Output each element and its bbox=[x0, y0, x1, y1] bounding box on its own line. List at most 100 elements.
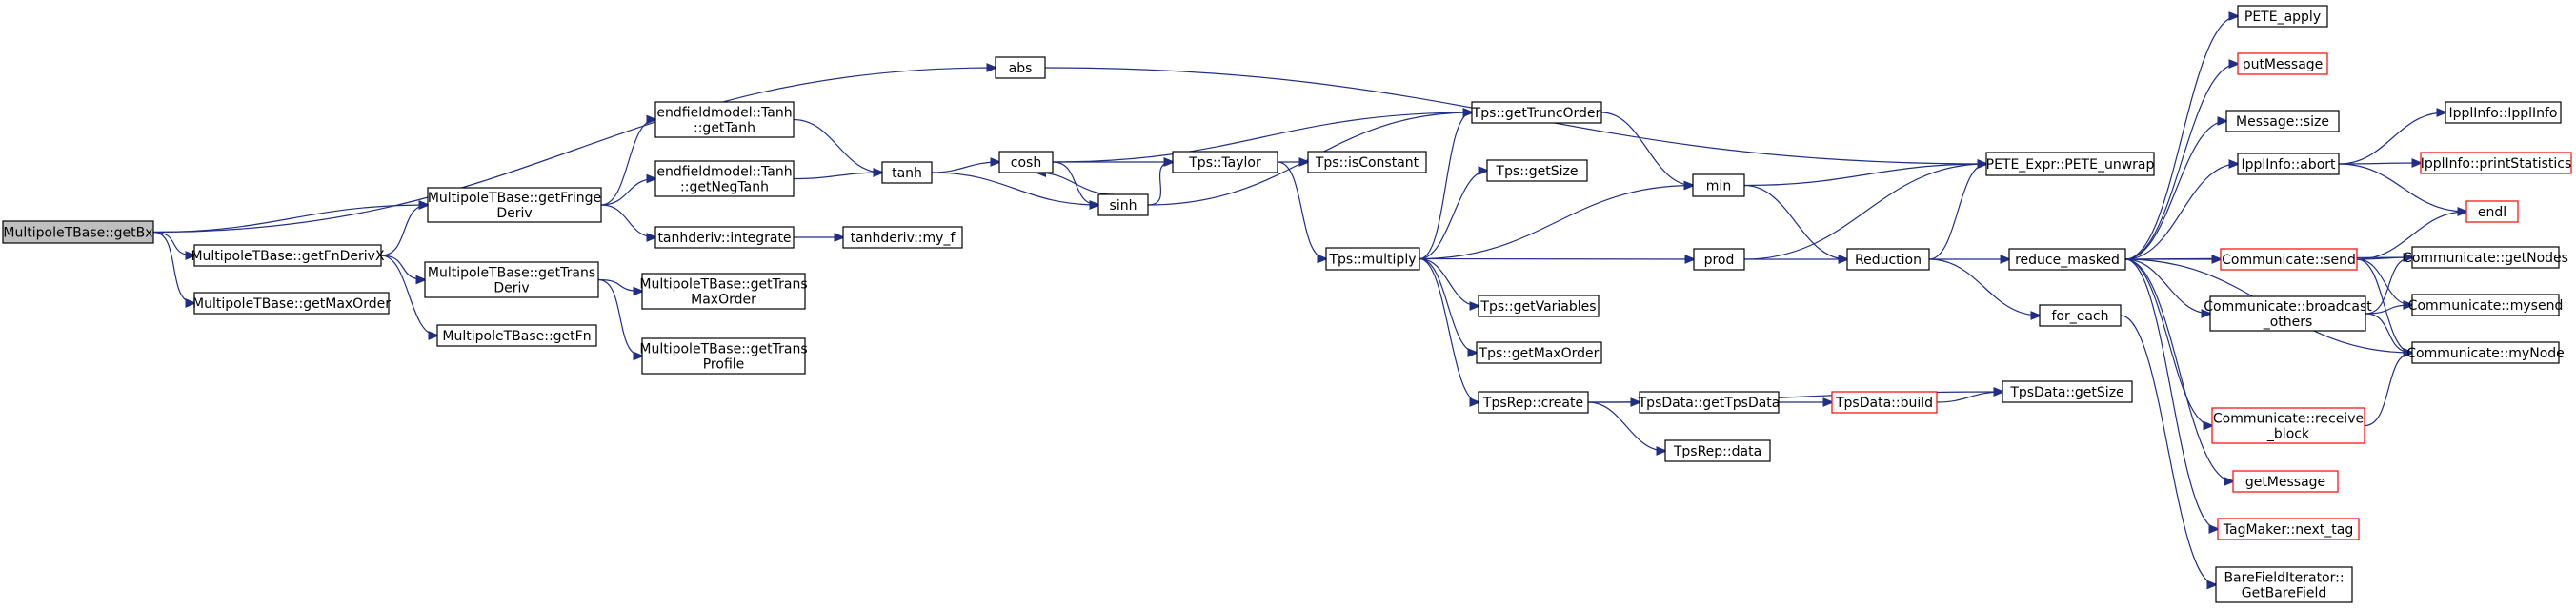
edge-reduce-masked-to-msg-size bbox=[2124, 121, 2226, 260]
node-label: MultipoleTBase::getFringe bbox=[428, 191, 601, 206]
node-sinh[interactable]: sinh bbox=[1097, 193, 1149, 216]
node-tps-get-max-order[interactable]: Tps::getMaxOrder bbox=[1476, 341, 1602, 364]
node-min[interactable]: min bbox=[1692, 173, 1745, 197]
edge-get-trunc-order-to-min bbox=[1600, 112, 1693, 186]
node-get-tps-data[interactable]: TpsData::getTpsData bbox=[1638, 391, 1781, 414]
node-label: PETE_Expr::PETE_unwrap bbox=[1986, 157, 2155, 173]
edge-reduce-masked-to-broadcast-others bbox=[2124, 258, 2210, 314]
node-get-variables[interactable]: Tps::getVariables bbox=[1478, 295, 1600, 317]
edge-cosh-to-get-trunc-order bbox=[1052, 112, 1472, 163]
node-rep-data[interactable]: TpsRep::data bbox=[1664, 439, 1771, 462]
node-my_f[interactable]: tanhderiv::my_f bbox=[842, 226, 963, 249]
node-box bbox=[427, 187, 602, 223]
node-receive-block[interactable]: Communicate::receive_block bbox=[2211, 407, 2365, 444]
node-label: Communicate::mysend bbox=[2408, 298, 2564, 314]
node-is-constant[interactable]: Tps::isConstant bbox=[1307, 151, 1427, 173]
node-box bbox=[998, 151, 1054, 173]
edge-get-bx-to-get-max-order bbox=[152, 231, 194, 304]
node-label: Deriv bbox=[493, 281, 529, 296]
node-label: endfieldmodel::Tanh bbox=[656, 106, 792, 121]
node-label: ::getTanh bbox=[694, 121, 755, 136]
node-get-size[interactable]: Tps::getSize bbox=[1486, 159, 1588, 182]
node-get-fn-deriv-x[interactable]: MultipoleTBase::getFnDerivX bbox=[191, 244, 385, 267]
node-get-bx[interactable]: MultipoleTBase::getBx bbox=[2, 220, 154, 244]
node-taylor[interactable]: Tps::Taylor bbox=[1172, 151, 1278, 173]
node-next-tag[interactable]: TagMaker::next_tag bbox=[2217, 518, 2360, 540]
node-integrate[interactable]: tanhderiv::integrate bbox=[654, 226, 795, 249]
node-box bbox=[2002, 380, 2133, 403]
node-box bbox=[2211, 407, 2365, 444]
node-ippl-info[interactable]: IpplInfo::IpplInfo bbox=[2445, 101, 2562, 124]
node-multiply[interactable]: Tps::multiply bbox=[1325, 247, 1420, 271]
node-broadcast-others[interactable]: Communicate::broadcast_others bbox=[2204, 295, 2372, 332]
node-box bbox=[881, 161, 933, 184]
node-get-neg-tanh[interactable]: endfieldmodel::Tanh::getNegTanh bbox=[654, 160, 795, 197]
node-label: _block bbox=[2266, 427, 2310, 442]
node-cosh[interactable]: cosh bbox=[998, 151, 1054, 173]
node-box bbox=[1307, 151, 1427, 173]
node-comm-send[interactable]: Communicate::send bbox=[2220, 248, 2358, 271]
node-endl[interactable]: endl bbox=[2465, 200, 2519, 223]
node-ippl-abort[interactable]: IpplInfo::abort bbox=[2237, 153, 2340, 175]
edge-reduce-masked-to-next-tag bbox=[2124, 258, 2218, 529]
node-for-each[interactable]: for_each bbox=[2039, 304, 2122, 327]
node-label: Tps::isConstant bbox=[1315, 155, 1419, 171]
node-label: min bbox=[1706, 179, 1731, 194]
node-box bbox=[1486, 159, 1588, 182]
edge-get-fringe-deriv-to-get-tanh bbox=[600, 120, 655, 206]
node-label: Communicate::send bbox=[2222, 253, 2356, 268]
edge-multiply-to-prod bbox=[1419, 259, 1694, 260]
node-tanh[interactable]: tanh bbox=[881, 161, 933, 184]
node-build[interactable]: TpsData::build bbox=[1831, 391, 1938, 414]
node-get-trunc-order[interactable]: Tps::getTruncOrder bbox=[1471, 101, 1602, 124]
node-pete-apply[interactable]: PETE_apply bbox=[2237, 5, 2328, 28]
edge-reduce-masked-to-receive-block bbox=[2124, 258, 2212, 426]
node-put-message[interactable]: putMessage bbox=[2237, 52, 2328, 75]
node-label: Tps::getMaxOrder bbox=[1479, 346, 1600, 361]
node-reduce-masked[interactable]: reduce_masked bbox=[2008, 248, 2126, 271]
edge-for-each-to-bare-field bbox=[2120, 315, 2216, 585]
node-box bbox=[654, 160, 795, 197]
node-data-get-size[interactable]: TpsData::getSize bbox=[2002, 380, 2133, 403]
node-unwrap[interactable]: PETE_Expr::PETE_unwrap bbox=[1985, 152, 2155, 176]
node-get-message[interactable]: getMessage bbox=[2232, 470, 2339, 493]
node-bare-field[interactable]: BareFieldIterator::GetBareField bbox=[2215, 566, 2353, 603]
node-get-fn[interactable]: MultipoleTBase::getFn bbox=[436, 324, 597, 347]
edge-sinh-to-cosh bbox=[1036, 173, 1114, 195]
node-box bbox=[1664, 439, 1771, 462]
node-mysend[interactable]: Communicate::mysend bbox=[2408, 294, 2564, 316]
node-reduction[interactable]: Reduction bbox=[1846, 248, 1930, 271]
node-msg-size[interactable]: Message::size bbox=[2225, 110, 2340, 132]
node-box bbox=[654, 101, 795, 138]
node-print-stats[interactable]: IpplInfo::printStatistics bbox=[2420, 152, 2572, 174]
node-my-node[interactable]: Communicate::myNode bbox=[2406, 341, 2565, 364]
node-get-nodes[interactable]: Communicate::getNodes bbox=[2403, 246, 2568, 269]
node-box bbox=[2232, 470, 2339, 493]
node-box bbox=[1692, 173, 1745, 197]
node-box bbox=[2008, 248, 2126, 271]
node-create[interactable]: TpsRep::create bbox=[1478, 391, 1589, 414]
node-abs[interactable]: abs bbox=[995, 56, 1046, 79]
node-label: TpsData::build bbox=[1835, 396, 1933, 411]
node-box bbox=[2217, 518, 2360, 540]
edge-broadcast-others-to-get-nodes bbox=[2365, 257, 2412, 315]
node-get-tanh[interactable]: endfieldmodel::Tanh::getTanh bbox=[654, 101, 795, 138]
node-label: _others bbox=[2263, 315, 2313, 330]
node-box bbox=[2411, 246, 2560, 269]
node-box bbox=[2237, 5, 2328, 28]
node-prod[interactable]: prod bbox=[1693, 248, 1745, 271]
node-label: TpsRep::create bbox=[1482, 396, 1583, 411]
node-label: ::getNegTanh bbox=[680, 180, 769, 195]
node-box bbox=[1985, 152, 2155, 176]
node-box bbox=[641, 337, 806, 375]
node-box bbox=[1476, 341, 1602, 364]
node-get-max-order[interactable]: MultipoleTBase::getMaxOrder bbox=[192, 292, 391, 315]
node-box bbox=[193, 292, 390, 315]
edge-ippl-abort-to-ippl-info bbox=[2338, 112, 2445, 165]
edge-ippl-abort-to-endl bbox=[2338, 163, 2466, 212]
